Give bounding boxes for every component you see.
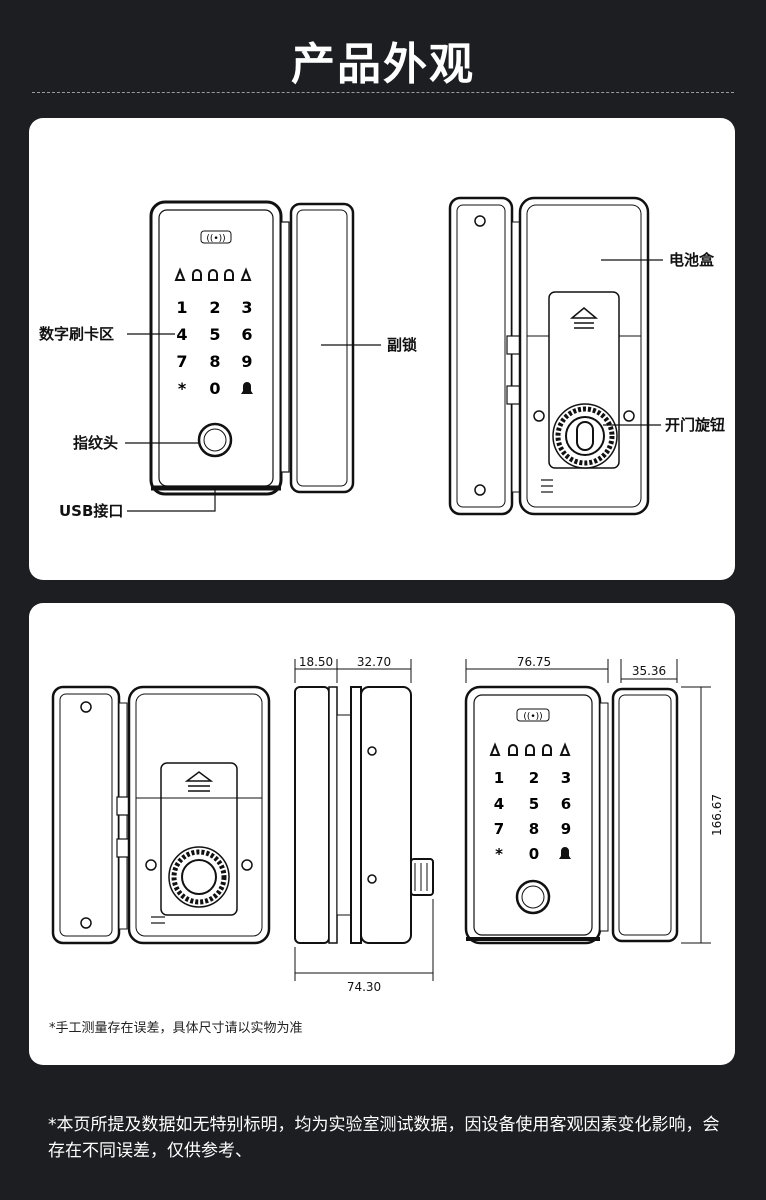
key-7: 7 (176, 352, 187, 371)
dim-key-4: 4 (494, 795, 504, 813)
label-battery-box: 电池盒 (669, 251, 715, 269)
key-4: 4 (176, 325, 187, 344)
dim-key-0: 0 (529, 845, 539, 863)
key-2: 2 (209, 298, 220, 317)
dim-back-lock-body (127, 685, 271, 945)
appearance-panel: ((•)) 1 2 3 4 5 6 7 8 9 * 0 数字刷卡区 指纹头 US… (29, 118, 735, 580)
dim-key-8: 8 (529, 820, 539, 838)
side-view (294, 686, 434, 944)
svg-text:((•)): ((•)) (206, 234, 225, 244)
dimension-height: 166.67 (710, 794, 724, 836)
dim-front-sub-lock (611, 687, 679, 943)
dim-key-6: 6 (561, 795, 571, 813)
keypad-dim-front: 1 2 3 4 5 6 7 8 9 * 0 (494, 769, 571, 863)
bell-icon (241, 382, 253, 394)
keypad-front: 1 2 3 4 5 6 7 8 9 * 0 (176, 298, 252, 398)
measurement-note: *手工测量存在误差，具体尺寸请以实物为准 (49, 1021, 303, 1036)
dimension-side-main-lock: 32.70 (357, 655, 391, 669)
dimensions-diagram: 18.50 32.70 74.30 ((•)) 1 2 3 4 5 6 7 8 … (51, 655, 724, 994)
svg-text:((•)): ((•)) (523, 712, 542, 722)
appearance-diagram: ((•)) 1 2 3 4 5 6 7 8 9 * 0 数字刷卡区 指纹头 US… (39, 196, 725, 520)
dim-key-2: 2 (529, 769, 539, 787)
dim-key-9: 9 (561, 820, 571, 838)
dimension-side-total: 74.30 (347, 980, 381, 994)
dim-key-3: 3 (561, 769, 571, 787)
dimensions-panel: 18.50 32.70 74.30 ((•)) 1 2 3 4 5 6 7 8 … (29, 603, 735, 1065)
dimension-front-sub-width: 35.36 (632, 664, 666, 678)
key-3: 3 (241, 298, 252, 317)
label-sub-lock: 副锁 (387, 336, 417, 354)
key-9: 9 (241, 352, 252, 371)
title-divider (32, 92, 734, 93)
key-6: 6 (241, 325, 252, 344)
label-fingerprint: 指纹头 (73, 434, 118, 452)
footer-disclaimer: *本页所提及数据如无特别标明，均为实验室测试数据，因设备使用客观因素变化影响，会… (48, 1115, 720, 1161)
leader-usb (127, 490, 216, 512)
dim-key-5: 5 (529, 795, 539, 813)
key-0: 0 (209, 379, 220, 398)
label-knob: 开门旋钮 (665, 416, 725, 434)
key-1: 1 (176, 298, 187, 317)
dim-front-lock-body: ((•)) (464, 685, 609, 945)
function-icons (174, 267, 252, 281)
dim-key-1: 1 (494, 769, 504, 787)
back-sub-lock (448, 196, 514, 516)
page-title: 产品外观 (291, 39, 475, 90)
dim-key-7: 7 (494, 820, 504, 838)
dim-back-sub-lock (51, 685, 121, 945)
hinge-plates (506, 221, 526, 493)
dim-key-star: * (495, 845, 503, 863)
label-keypad-area: 数字刷卡区 (39, 325, 114, 343)
front-dimension-lines (465, 659, 711, 944)
label-usb-port: USB接口 (59, 502, 123, 520)
knob-icon (552, 403, 618, 469)
side-dimension-lines (294, 659, 434, 981)
key-5: 5 (209, 325, 220, 344)
nfc-icon: ((•)) (200, 230, 232, 244)
fingerprint-sensor-icon (197, 422, 233, 458)
key-8: 8 (209, 352, 220, 371)
sub-lock-body (289, 202, 355, 494)
key-star: * (178, 379, 187, 398)
dimension-side-sub-lock: 18.50 (299, 655, 333, 669)
dimension-front-main-width: 76.75 (517, 655, 551, 669)
